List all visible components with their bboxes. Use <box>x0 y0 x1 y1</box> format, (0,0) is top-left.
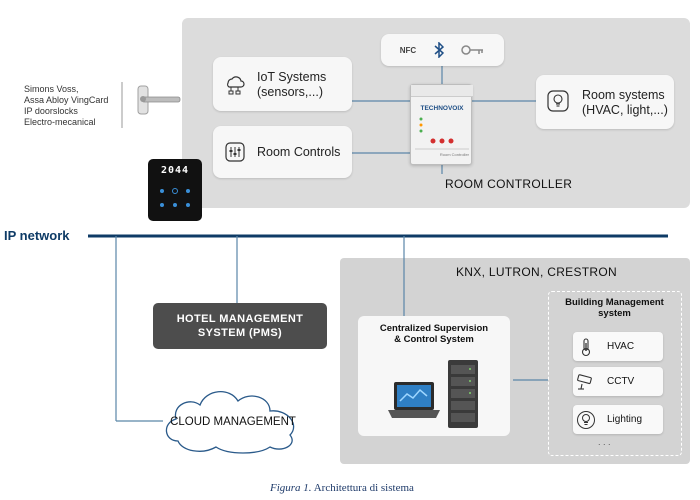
iot-systems-card: IoT Systems (sensors,...) <box>213 57 352 111</box>
door-lock-brand: Assa Abloy VingCard <box>24 95 109 105</box>
room-systems-icon <box>547 90 569 112</box>
room-controls-card: Room Controls <box>213 126 352 178</box>
bms-title-line2: system <box>598 308 631 319</box>
caption-text: Architettura di sistema <box>311 482 414 494</box>
room-controls-title: Room Controls <box>257 145 341 159</box>
controller-brand: TECHNOVOIX <box>420 105 464 112</box>
figure-caption: Figura 1. Architettura di sistema <box>270 482 414 494</box>
room-systems-subtitle: (HVAC, light,...) <box>582 103 668 117</box>
bms-more-indicator: . . . <box>598 437 611 447</box>
bms-item-lighting: Lighting <box>573 405 663 434</box>
iot-cloud-icon <box>227 76 245 95</box>
bms-item-cctv: CCTV <box>573 367 663 396</box>
cloud-management-label: CLOUD MANAGEMENT <box>170 416 296 428</box>
access-methods-bar: NFC <box>381 34 504 66</box>
nfc-label: NFC <box>399 45 417 55</box>
room-controller-label: ROOM CONTROLLER <box>445 177 573 191</box>
key-icon <box>461 45 484 55</box>
bms-item-label: HVAC <box>607 341 635 352</box>
controller-leds-icon <box>415 117 469 150</box>
building-management-system: Building Management system <box>548 291 682 456</box>
room-systems-card: Room systems (HVAC, light,...) <box>536 75 674 129</box>
cctv-camera-icon <box>577 373 592 390</box>
door-lock-brand: IP doorslocks <box>24 106 78 116</box>
keypad-buttons-icon <box>160 188 190 207</box>
central-supervision-card: Centralized Supervision & Control System <box>358 316 510 436</box>
iot-systems-title: IoT Systems <box>257 70 327 84</box>
door-lock-brand: Simons Voss, <box>24 84 79 94</box>
cloud-shape <box>165 391 295 454</box>
hotel-management-system-box: HOTEL MANAGEMENT SYSTEM (PMS) <box>153 303 327 349</box>
controller-sublabel: Room Controller <box>439 152 469 157</box>
iot-systems-subtitle: (sensors,...) <box>257 85 323 99</box>
room-controller-device: TECHNOVOIX Room Controller <box>410 84 473 165</box>
keypad-device: 2044 <box>148 159 202 221</box>
pms-title-line2: SYSTEM (PMS) <box>197 327 283 339</box>
door-lock-brand: Electro-mecanical <box>24 117 96 127</box>
bms-item-label: CCTV <box>607 376 635 387</box>
room-systems-title: Room systems <box>582 88 665 102</box>
door-handle-icon <box>137 85 181 115</box>
central-title-line1: Centralized Supervision <box>379 323 489 334</box>
bms-item-label: Lighting <box>607 414 643 425</box>
bms-title-line1: Building Management <box>565 297 664 308</box>
control-panel-icon <box>225 142 245 162</box>
protocols-label: KNX, LUTRON, CRESTRON <box>456 265 617 279</box>
bms-item-hvac: HVAC <box>573 332 663 361</box>
lightbulb-icon <box>577 410 595 429</box>
central-title-line2: & Control System <box>394 334 474 345</box>
pms-title-line1: HOTEL MANAGEMENT <box>176 313 304 325</box>
ip-network-label: IP network <box>4 228 70 243</box>
server-workstation-icon <box>388 360 478 428</box>
caption-prefix: Figura 1. <box>270 482 312 494</box>
bluetooth-icon <box>434 42 444 58</box>
thermometer-icon <box>581 337 591 356</box>
keypad-display: 2044 <box>160 165 190 176</box>
door-lock-brands: Simons Voss, Assa Abloy VingCard IP door… <box>24 84 120 128</box>
